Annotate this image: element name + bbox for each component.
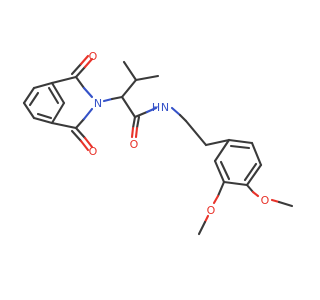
benzene-ring-phthalimide: [22, 81, 66, 125]
bond-n-calpha: [102, 97, 114, 103]
atom-o-imide-top: O: [89, 50, 98, 63]
methoxy-4: [245, 183, 294, 208]
benzene-ring-dimethoxyphenyl: [213, 138, 263, 187]
bond-n-calpha-2: [110, 95, 124, 101]
ethyl-linker: [170, 106, 231, 147]
methoxy-3: [197, 180, 226, 236]
imide-ring: [50, 54, 94, 152]
molecule-drawing: O O N O H N O O: [22, 50, 294, 236]
atom-h-amide: H: [152, 101, 160, 114]
atom-o-amide: O: [130, 138, 139, 151]
atom-n-imide: N: [94, 97, 102, 110]
atom-n-amide: N: [161, 101, 169, 114]
structure-canvas: O O N O H N O O: [22, 50, 294, 236]
atom-o-methoxy-3: O: [207, 204, 216, 217]
atom-o-methoxy-4: O: [261, 194, 270, 207]
amide-group: [120, 95, 158, 139]
atom-o-imide-bottom: O: [89, 145, 98, 158]
isopropyl-group: [120, 60, 160, 99]
